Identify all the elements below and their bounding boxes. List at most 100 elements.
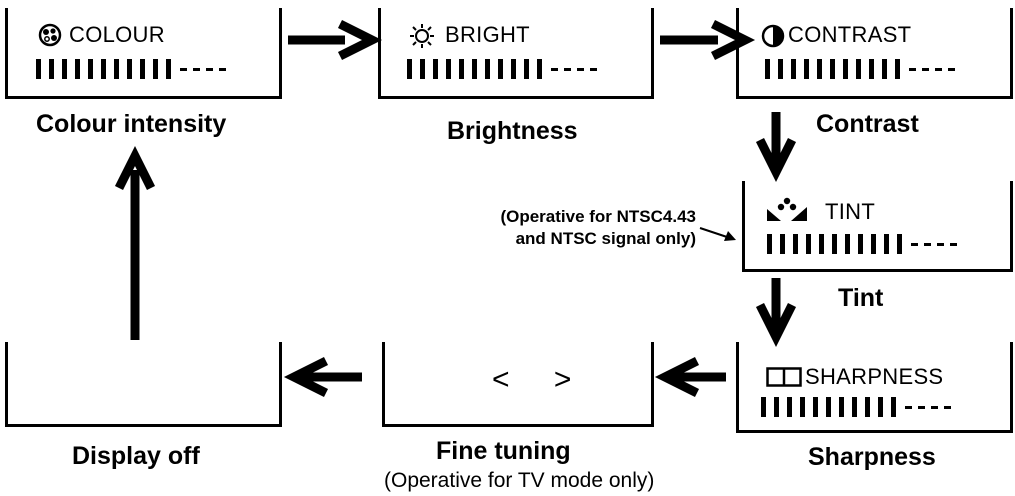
display-off-screen	[5, 342, 282, 427]
level-segment-filled	[882, 59, 887, 79]
level-segment-filled	[446, 59, 451, 79]
level-segment-filled	[778, 59, 783, 79]
level-segment-filled	[780, 234, 785, 254]
level-segment-filled	[843, 59, 848, 79]
half-circle-icon	[761, 24, 785, 48]
colour-caption: Colour intensity	[36, 110, 227, 138]
level-segment-filled	[407, 59, 412, 79]
level-segment-empty	[911, 243, 918, 246]
note-pointer-arrow	[699, 227, 736, 241]
contrast-title: CONTRAST	[788, 22, 912, 47]
level-segment-filled	[813, 397, 818, 417]
level-segment-filled	[839, 397, 844, 417]
arrow-left-icon	[654, 356, 726, 398]
tint-caption: Tint	[838, 284, 884, 312]
level-segment-filled	[761, 397, 766, 417]
level-segment-filled	[830, 59, 835, 79]
level-segment-empty	[206, 68, 213, 71]
level-bar	[407, 59, 597, 79]
level-segment-empty	[922, 68, 929, 71]
level-segment-filled	[791, 59, 796, 79]
level-segment-empty	[918, 406, 925, 409]
fine-tuning-caption: Fine tuning	[436, 437, 571, 465]
level-segment-filled	[869, 59, 874, 79]
level-bar	[36, 59, 226, 79]
contrast-screen: CONTRAST	[736, 8, 1013, 99]
level-segment-filled	[420, 59, 425, 79]
level-segment-filled	[871, 234, 876, 254]
colour-title: COLOUR	[69, 22, 165, 47]
level-segment-filled	[884, 234, 889, 254]
level-bar	[767, 234, 957, 254]
colour-palette-icon	[38, 23, 62, 47]
level-segment-filled	[524, 59, 529, 79]
level-segment-filled	[826, 397, 831, 417]
bright-screen: BRIGHT	[378, 8, 654, 99]
level-segment-filled	[36, 59, 41, 79]
level-segment-filled	[897, 234, 902, 254]
sharpness-icon	[766, 367, 802, 387]
arrow-down-icon	[755, 112, 797, 183]
level-segment-filled	[895, 59, 900, 79]
level-segment-empty	[905, 406, 912, 409]
level-bar	[761, 397, 951, 417]
level-segment-filled	[101, 59, 106, 79]
tint-icon	[767, 197, 807, 221]
level-segment-filled	[433, 59, 438, 79]
level-segment-filled	[852, 397, 857, 417]
level-segment-empty	[950, 243, 957, 246]
level-segment-empty	[180, 68, 187, 71]
level-segment-filled	[774, 397, 779, 417]
level-segment-filled	[166, 59, 171, 79]
level-segment-filled	[88, 59, 93, 79]
level-segment-filled	[787, 397, 792, 417]
level-segment-filled	[153, 59, 158, 79]
level-segment-filled	[865, 397, 870, 417]
level-segment-empty	[219, 68, 226, 71]
level-segment-filled	[819, 234, 824, 254]
level-segment-filled	[472, 59, 477, 79]
level-segment-empty	[590, 68, 597, 71]
colour-screen: COLOUR	[5, 8, 282, 99]
level-segment-filled	[817, 59, 822, 79]
level-segment-filled	[806, 234, 811, 254]
arrow-right-icon	[288, 19, 383, 61]
fine-tuning-note: (Operative for TV mode only)	[384, 469, 655, 492]
level-segment-empty	[551, 68, 558, 71]
bright-title: BRIGHT	[445, 22, 530, 47]
level-segment-empty	[193, 68, 200, 71]
arrow-up-icon	[114, 145, 156, 340]
tint-screen: TINT	[742, 181, 1013, 272]
level-segment-empty	[948, 68, 955, 71]
level-segment-filled	[498, 59, 503, 79]
level-segment-filled	[856, 59, 861, 79]
level-segment-filled	[127, 59, 132, 79]
level-segment-empty	[935, 68, 942, 71]
sharpness-title: SHARPNESS	[805, 364, 944, 389]
level-segment-filled	[858, 234, 863, 254]
tint-title: TINT	[825, 199, 876, 224]
sharpness-screen: SHARPNESS	[736, 342, 1013, 433]
level-segment-filled	[800, 397, 805, 417]
level-segment-filled	[49, 59, 54, 79]
display-off-caption: Display off	[72, 442, 200, 470]
tint-note: (Operative for NTSC4.43 and NTSC signal …	[470, 206, 696, 250]
level-segment-filled	[832, 234, 837, 254]
level-segment-filled	[793, 234, 798, 254]
level-segment-filled	[878, 397, 883, 417]
arrow-right-icon	[660, 19, 756, 61]
level-segment-filled	[765, 59, 770, 79]
level-segment-empty	[931, 406, 938, 409]
level-segment-filled	[485, 59, 490, 79]
bright-caption: Brightness	[447, 117, 578, 145]
level-segment-empty	[564, 68, 571, 71]
level-segment-filled	[114, 59, 119, 79]
sharpness-caption: Sharpness	[808, 443, 936, 471]
level-segment-empty	[924, 243, 931, 246]
level-segment-filled	[891, 397, 896, 417]
level-segment-filled	[767, 234, 772, 254]
level-segment-filled	[511, 59, 516, 79]
arrow-down-icon	[755, 278, 797, 348]
level-segment-empty	[937, 243, 944, 246]
